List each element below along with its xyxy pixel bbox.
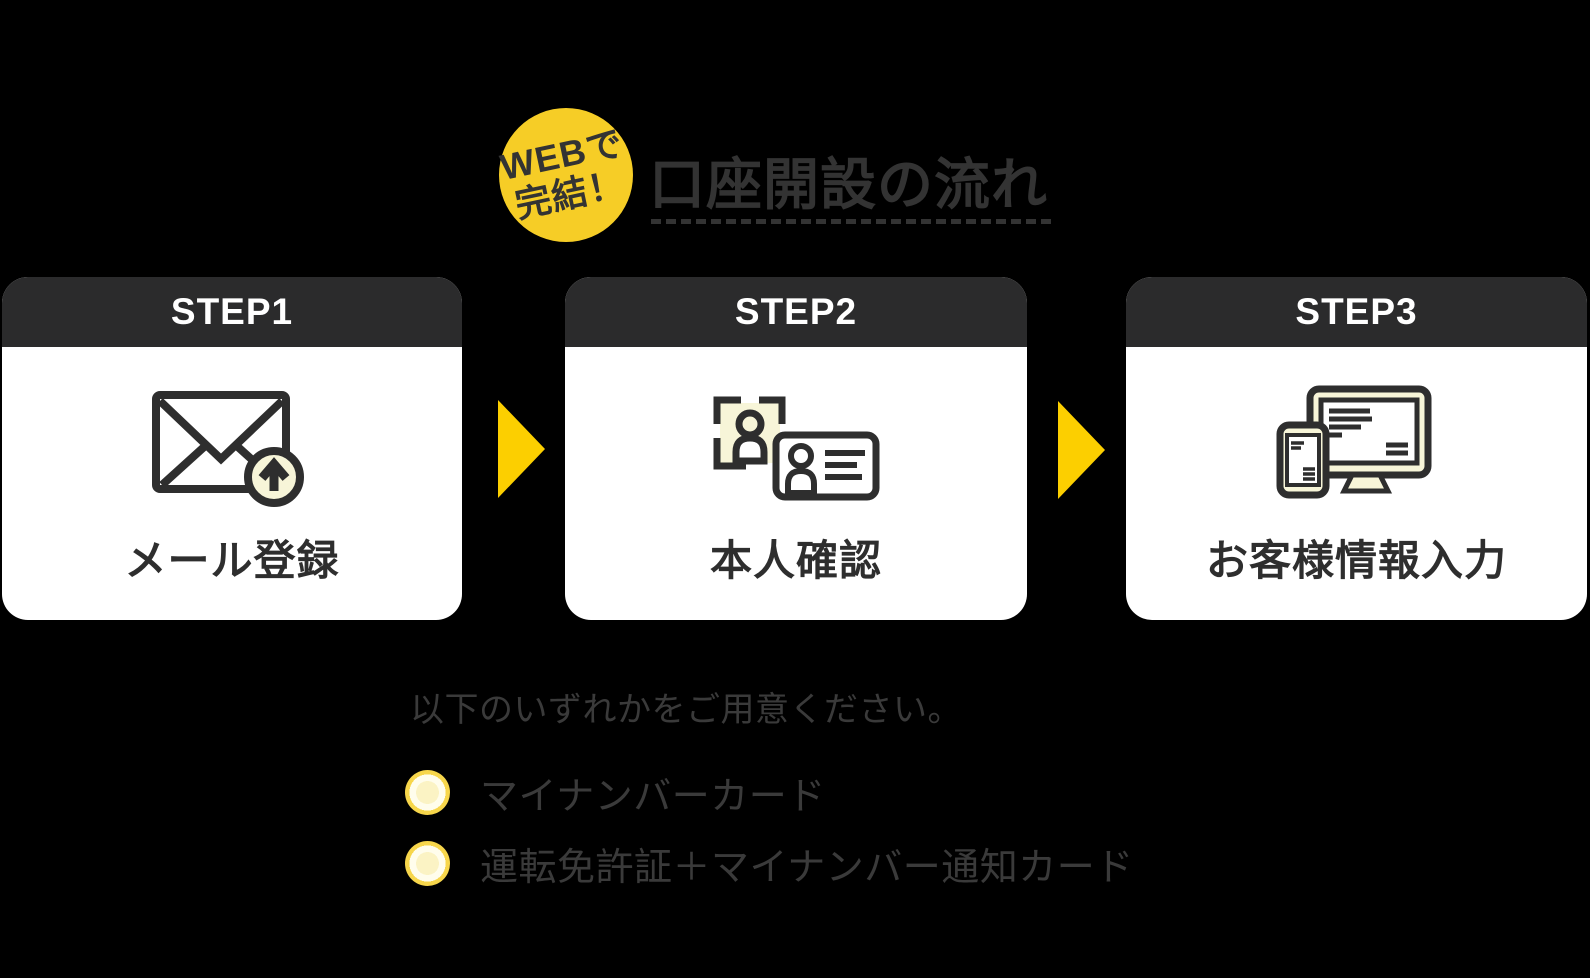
web-complete-badge: WEBで 完結！ [497,108,635,242]
step3-card: STEP3 お客様情報入力 [1126,277,1587,620]
title-dashed-underline [651,219,1051,224]
step3-caption: お客様情報入力 [1205,537,1507,584]
identity-verification-icon [713,396,880,501]
arrow-right-icon [498,400,545,498]
step2-header: STEP2 [565,277,1027,347]
step3-header: STEP3 [1126,277,1587,347]
step3-body: お客様情報入力 [1126,347,1587,620]
list-item: 運転免許証＋マイナンバー通知カード [405,836,1134,891]
step2-body: 本人確認 [565,347,1027,620]
step1-caption: メール登録 [124,537,340,584]
step1-card: STEP1 メール登録 [2,277,462,620]
step1-body: メール登録 [2,347,462,620]
double-circle-bullet-icon [405,770,450,815]
notes-intro: 以下のいずれかをご用意ください。 [410,691,962,729]
step3-label: STEP3 [1295,291,1418,332]
pc-smartphone-icon [1276,385,1431,499]
step1-label: STEP1 [170,291,294,332]
page-title: 口座開設の流れ [649,153,1048,216]
list-item: マイナンバーカード [405,765,826,820]
double-circle-bullet-icon [405,841,450,886]
arrow-right-icon [1058,401,1105,499]
step2-card: STEP2 本人確認 [565,277,1027,620]
web-complete-badge-text: WEBで 完結！ [497,122,635,228]
step2-label: STEP2 [734,291,858,332]
note-text: マイナンバーカード [480,776,826,818]
note-text: 運転免許証＋マイナンバー通知カード [480,847,1134,889]
step1-header: STEP1 [2,277,462,347]
step2-caption: 本人確認 [709,537,882,584]
mail-upload-icon [152,391,304,507]
